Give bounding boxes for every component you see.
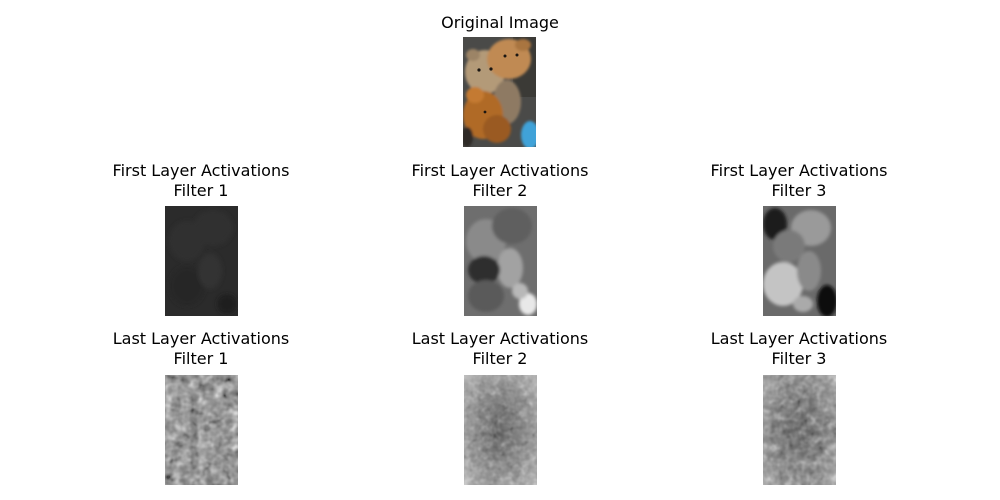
last-layer-filter-2-title: Last Layer Activations Filter 2 <box>350 329 650 369</box>
last-layer-filter-3-title-line2: Filter 3 <box>771 349 827 368</box>
original-image-title: Original Image <box>350 13 650 33</box>
first-layer-filter-3-title-line1: First Layer Activations <box>710 161 888 180</box>
first-layer-filter-3-activation <box>763 206 836 316</box>
last-layer-filter-3-activation <box>763 375 836 485</box>
first-layer-filter-2-title-line2: Filter 2 <box>472 181 528 200</box>
last-layer-filter-1-activation <box>165 375 238 485</box>
last-layer-filter-2-activation <box>464 375 537 485</box>
original-image <box>463 37 536 147</box>
first-layer-filter-2-title-line1: First Layer Activations <box>411 161 589 180</box>
first-layer-filter-1-title-line1: First Layer Activations <box>112 161 290 180</box>
first-layer-filter-1-title-line2: Filter 1 <box>173 181 229 200</box>
last-layer-filter-3-title: Last Layer Activations Filter 3 <box>649 329 949 369</box>
last-layer-filter-1-title: Last Layer Activations Filter 1 <box>51 329 351 369</box>
last-layer-filter-1-title-line2: Filter 1 <box>173 349 229 368</box>
first-layer-filter-2-title: First Layer Activations Filter 2 <box>350 161 650 201</box>
last-layer-filter-3-title-line1: Last Layer Activations <box>710 329 888 348</box>
last-layer-filter-2-title-line2: Filter 2 <box>472 349 528 368</box>
last-layer-filter-2-title-line1: Last Layer Activations <box>411 329 589 348</box>
last-layer-filter-1-title-line1: Last Layer Activations <box>112 329 290 348</box>
first-layer-filter-1-title: First Layer Activations Filter 1 <box>51 161 351 201</box>
original-image-teddy-bears <box>463 37 536 147</box>
first-layer-filter-1-activation <box>165 206 238 316</box>
first-layer-filter-3-title: First Layer Activations Filter 3 <box>649 161 949 201</box>
original-image-title-text: Original Image <box>441 13 559 32</box>
first-layer-filter-3-title-line2: Filter 3 <box>771 181 827 200</box>
first-layer-filter-2-activation <box>464 206 537 316</box>
